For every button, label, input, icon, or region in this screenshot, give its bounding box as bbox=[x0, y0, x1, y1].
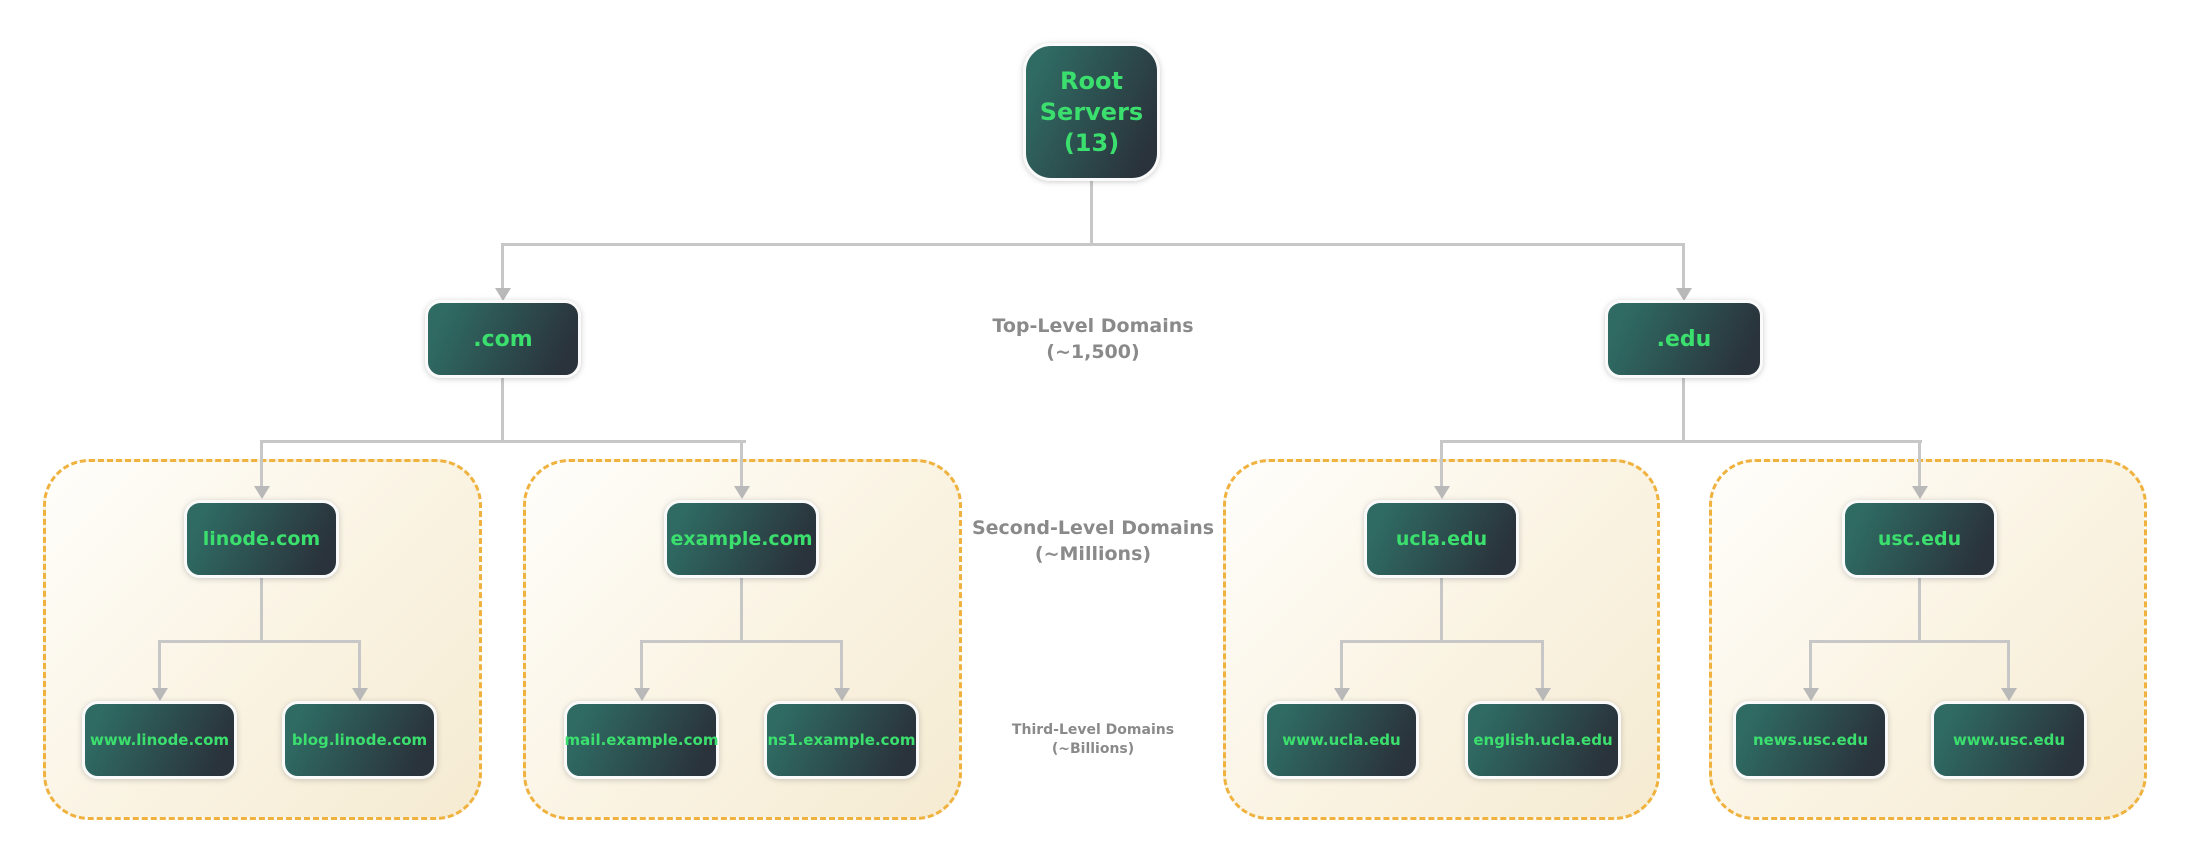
node-blog-linode-com: blog.linode.com bbox=[282, 701, 437, 779]
tld-edu-label: .edu bbox=[1656, 326, 1712, 352]
root-line-1: Root bbox=[1060, 66, 1123, 95]
edge-edu-drop bbox=[1682, 243, 1685, 289]
arrow-down-icon bbox=[2001, 688, 2017, 701]
node-mail-example-com: mail.example.com bbox=[564, 701, 719, 779]
edge-mail-example-drop bbox=[640, 640, 643, 688]
edge-linode-split bbox=[158, 640, 361, 643]
edge-example-split bbox=[640, 640, 843, 643]
node-english-ucla-edu: english.ucla.edu bbox=[1465, 701, 1621, 779]
node-news-usc-edu: news.usc.edu bbox=[1733, 701, 1888, 779]
edge-www-usc-drop bbox=[2007, 640, 2010, 688]
edge-com-stem bbox=[501, 378, 504, 440]
node-example-com: example.com bbox=[664, 500, 819, 578]
node-ucla-edu: ucla.edu bbox=[1364, 500, 1519, 578]
root-line-2: Servers bbox=[1039, 97, 1144, 126]
tld-com-label: .com bbox=[473, 326, 533, 352]
arrow-down-icon bbox=[1535, 688, 1551, 701]
edge-usc-drop bbox=[1918, 440, 1921, 488]
node-tld-edu: .edu bbox=[1605, 300, 1763, 378]
edge-www-linode-drop bbox=[158, 640, 161, 688]
node-www-linode-com: www.linode.com bbox=[82, 701, 237, 779]
edge-ucla-drop bbox=[1440, 440, 1443, 488]
arrow-down-icon bbox=[1803, 688, 1819, 701]
node-www-ucla-edu: www.ucla.edu bbox=[1264, 701, 1419, 779]
node-root-servers: Root Servers (13) bbox=[1023, 43, 1160, 181]
second-level-label-line2: (~Millions) bbox=[1034, 543, 1152, 565]
top-level-label-line1: Top-Level Domains bbox=[992, 315, 1194, 337]
arrow-down-icon bbox=[1912, 486, 1928, 499]
ucla-edu-label: ucla.edu bbox=[1395, 528, 1488, 550]
edge-example-drop bbox=[740, 440, 743, 488]
edge-ns1-example-drop bbox=[840, 640, 843, 688]
node-www-usc-edu: www.usc.edu bbox=[1931, 701, 2087, 779]
edge-usc-stem bbox=[1918, 578, 1921, 643]
edge-linode-drop bbox=[260, 440, 263, 488]
arrow-down-icon bbox=[495, 288, 511, 301]
third-level-label-line2: (~Billions) bbox=[1051, 741, 1135, 757]
edge-linode-stem bbox=[260, 578, 263, 643]
edge-edu-stem bbox=[1682, 378, 1685, 440]
arrow-down-icon bbox=[634, 688, 650, 701]
edge-english-ucla-drop bbox=[1541, 640, 1544, 688]
third-level-label-line1: Third-Level Domains bbox=[1011, 722, 1175, 738]
news-usc-edu-label: news.usc.edu bbox=[1752, 731, 1869, 749]
edge-tld-split bbox=[501, 243, 1685, 246]
edge-com-drop bbox=[501, 243, 504, 289]
example-com-label: example.com bbox=[670, 528, 813, 550]
edge-ucla-stem bbox=[1440, 578, 1443, 643]
root-line-3: (13) bbox=[1063, 128, 1120, 157]
arrow-down-icon bbox=[352, 688, 368, 701]
arrow-down-icon bbox=[254, 486, 270, 499]
edge-com-split bbox=[260, 440, 746, 443]
edge-root-stem bbox=[1090, 181, 1093, 243]
usc-edu-label: usc.edu bbox=[1877, 528, 1962, 550]
edge-example-stem bbox=[740, 578, 743, 643]
edge-edu-split bbox=[1440, 440, 1922, 443]
node-tld-com: .com bbox=[425, 300, 581, 378]
arrow-down-icon bbox=[1334, 688, 1350, 701]
www-linode-com-label: www.linode.com bbox=[89, 731, 229, 749]
www-ucla-edu-label: www.ucla.edu bbox=[1282, 731, 1401, 749]
second-level-domains-label: Second-Level Domains (~Millions) bbox=[943, 515, 1243, 567]
arrow-down-icon bbox=[734, 486, 750, 499]
edge-usc-split bbox=[1809, 640, 2010, 643]
ns1-example-com-label: ns1.example.com bbox=[767, 731, 916, 749]
www-usc-edu-label: www.usc.edu bbox=[1952, 731, 2066, 749]
arrow-down-icon bbox=[1676, 288, 1692, 301]
edge-news-usc-drop bbox=[1809, 640, 1812, 688]
third-level-domains-label: Third-Level Domains (~Billions) bbox=[968, 721, 1218, 759]
arrow-down-icon bbox=[1434, 486, 1450, 499]
node-usc-edu: usc.edu bbox=[1842, 500, 1997, 578]
edge-blog-linode-drop bbox=[358, 640, 361, 688]
node-ns1-example-com: ns1.example.com bbox=[764, 701, 919, 779]
english-ucla-edu-label: english.ucla.edu bbox=[1473, 731, 1613, 749]
top-level-domains-label: Top-Level Domains (~1,500) bbox=[943, 313, 1243, 365]
edge-ucla-split bbox=[1340, 640, 1544, 643]
linode-com-label: linode.com bbox=[202, 528, 321, 550]
edge-www-ucla-drop bbox=[1340, 640, 1343, 688]
arrow-down-icon bbox=[152, 688, 168, 701]
top-level-label-line2: (~1,500) bbox=[1046, 341, 1140, 363]
node-linode-com: linode.com bbox=[184, 500, 339, 578]
arrow-down-icon bbox=[834, 688, 850, 701]
mail-example-com-label: mail.example.com bbox=[564, 731, 719, 749]
second-level-label-line1: Second-Level Domains bbox=[971, 517, 1215, 539]
blog-linode-com-label: blog.linode.com bbox=[291, 731, 428, 749]
